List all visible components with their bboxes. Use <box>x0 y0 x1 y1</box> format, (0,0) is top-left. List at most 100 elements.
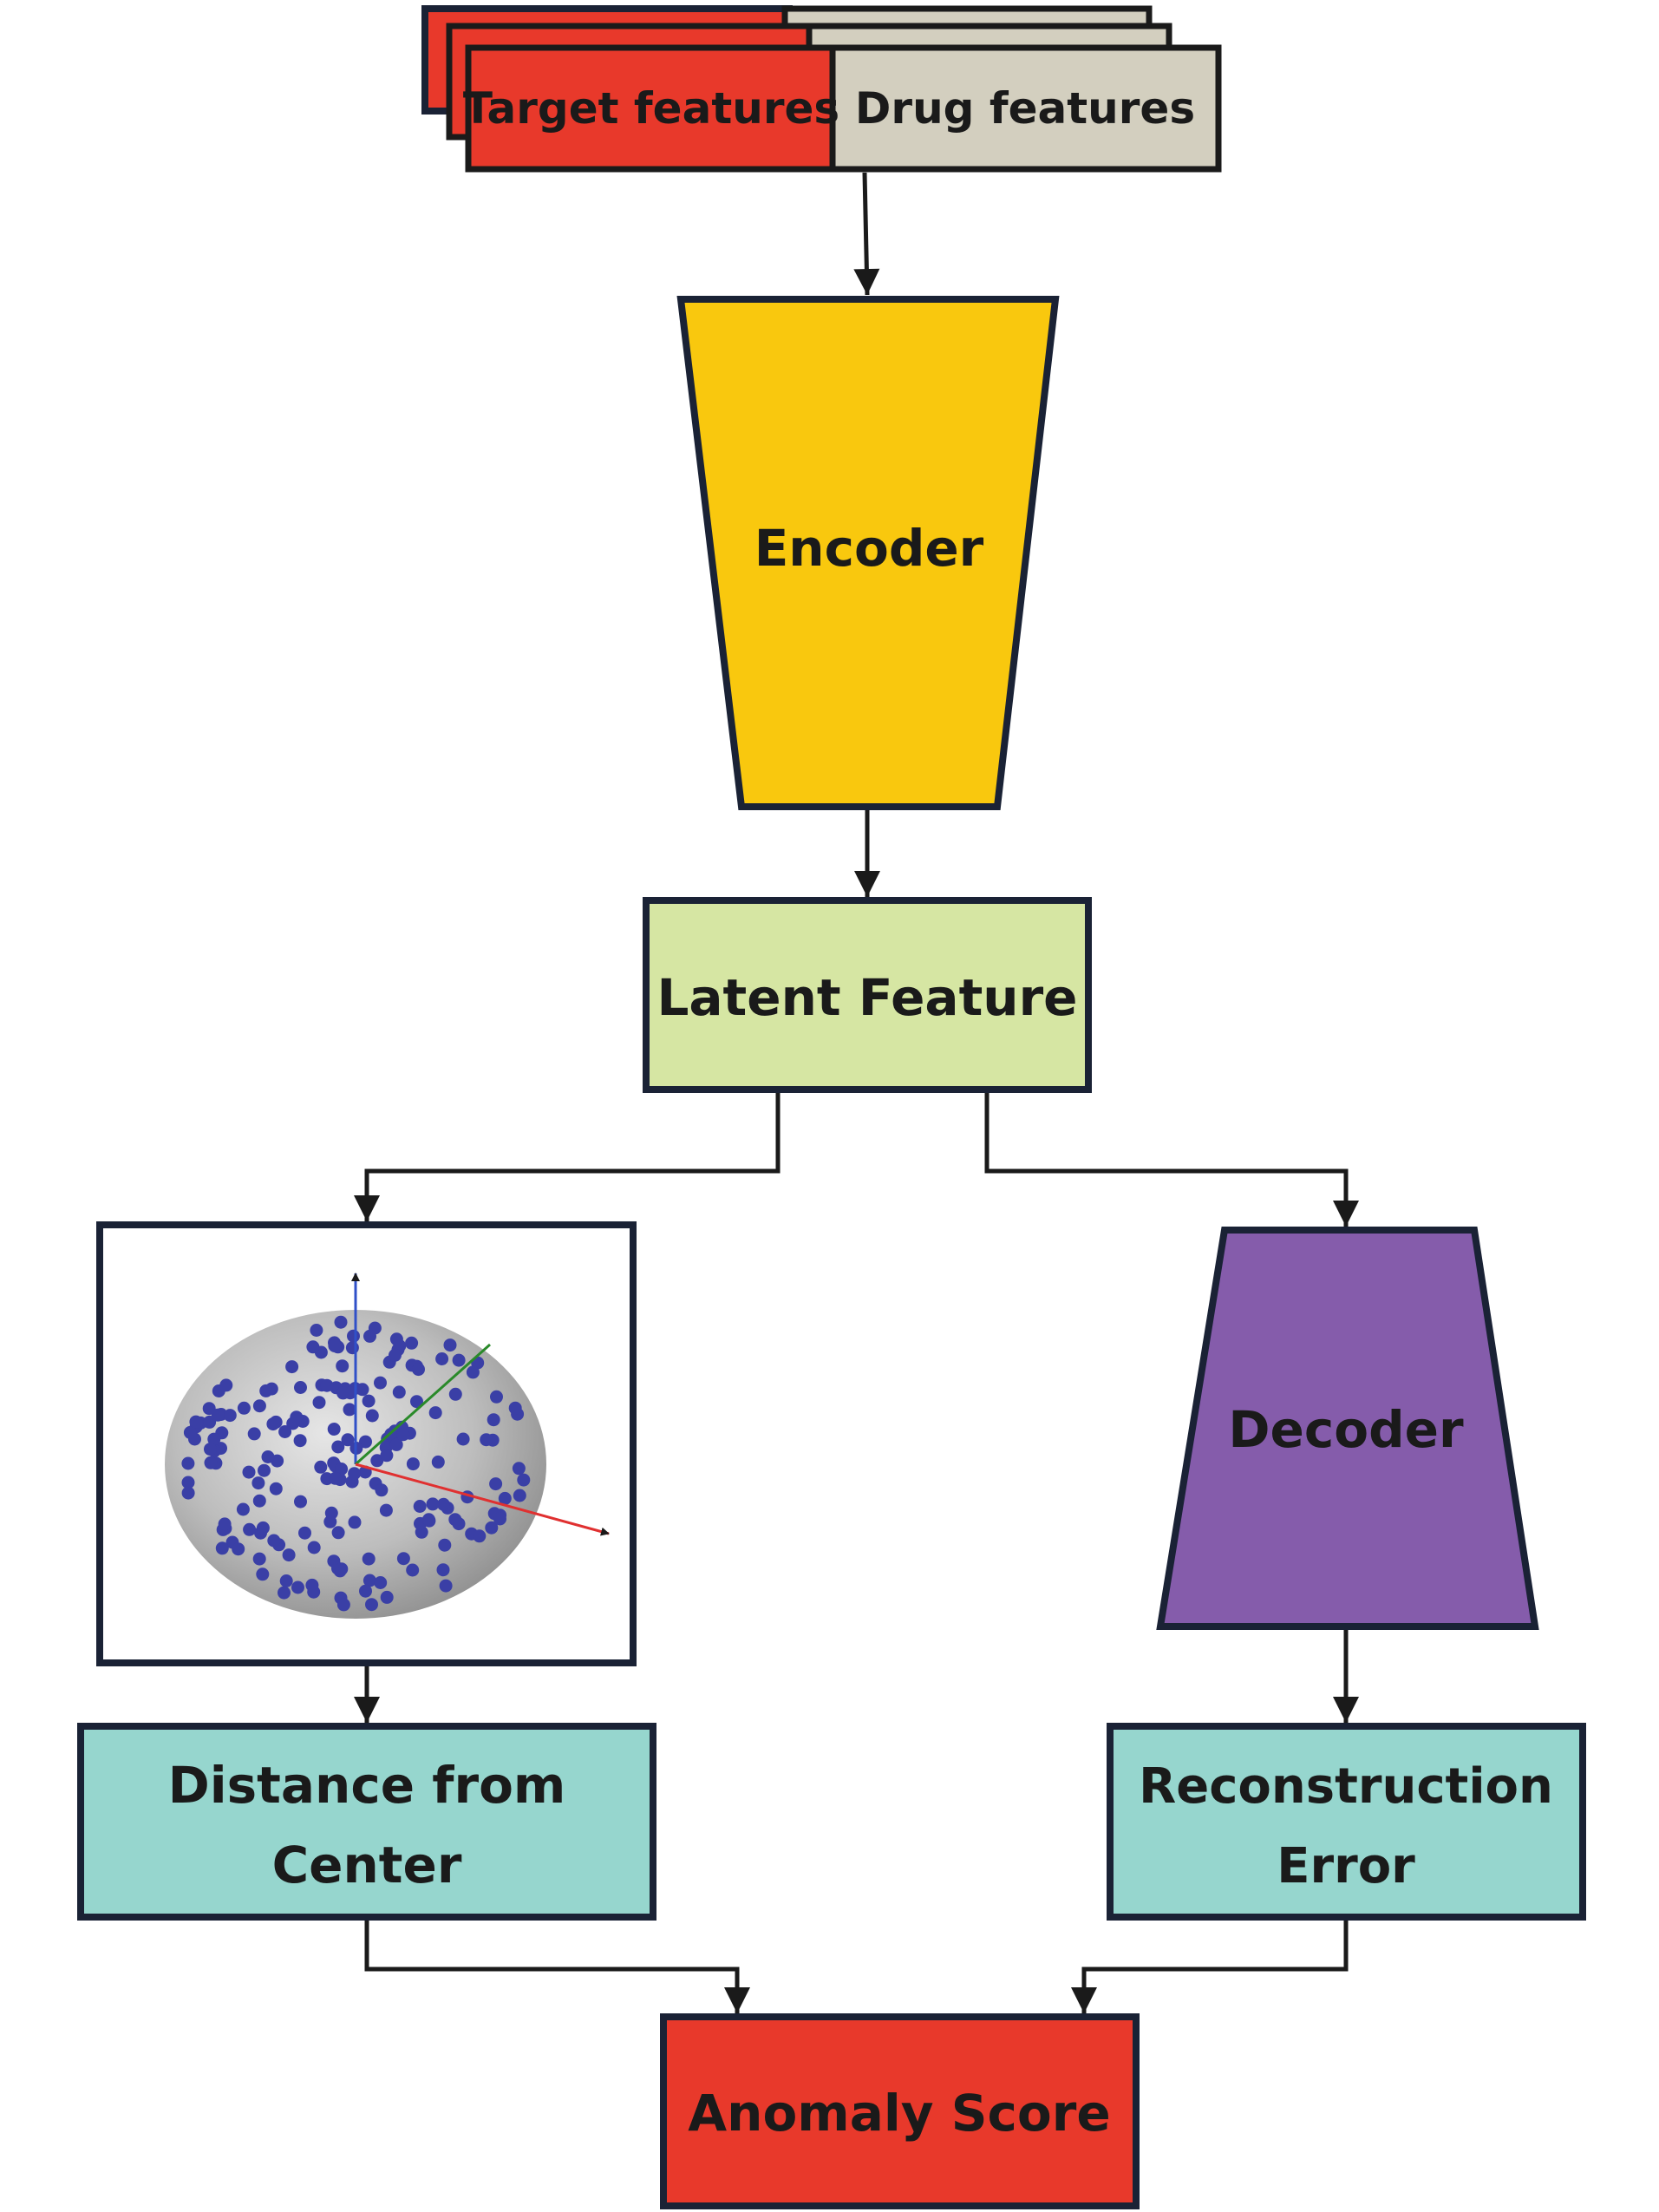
embedded-point <box>343 1403 356 1417</box>
embedded-point <box>448 1387 462 1401</box>
embedded-point <box>362 1394 376 1408</box>
latent-feature-node: Latent Feature <box>643 897 1092 1093</box>
embedded-point <box>237 1401 251 1415</box>
embedded-point <box>480 1433 493 1447</box>
embedded-point <box>406 1563 420 1577</box>
connectors <box>354 172 1359 2013</box>
embedded-point <box>314 1460 328 1474</box>
embedded-point <box>348 1467 362 1481</box>
embedded-point <box>334 1315 348 1329</box>
distance-from-center-label-line2: Center <box>272 1836 462 1895</box>
embedded-point <box>389 1348 402 1362</box>
embedded-point <box>436 1497 450 1511</box>
embedded-point <box>345 1341 359 1355</box>
embedded-point <box>251 1476 265 1490</box>
target-features-label: Target features <box>463 83 839 134</box>
embedded-point <box>426 1497 440 1511</box>
embedded-point <box>336 1386 350 1400</box>
embedded-point <box>421 1513 435 1527</box>
embedded-point <box>291 1580 304 1594</box>
embedded-point <box>258 1463 271 1477</box>
embedded-point <box>323 1515 337 1528</box>
edge-distance-to-anomaly-score <box>364 1921 750 2013</box>
embedded-point <box>259 1384 273 1397</box>
anomaly-score-node: Anomaly Score <box>660 2013 1140 2209</box>
embedded-point <box>410 1395 423 1409</box>
embedded-point <box>428 1406 442 1420</box>
embedded-point <box>508 1401 522 1415</box>
embedded-point <box>412 1363 425 1377</box>
decoder-node: Decoder <box>1156 1227 1539 1630</box>
embedded-point <box>487 1413 500 1427</box>
embedded-point <box>396 1552 410 1566</box>
embedded-point <box>252 1399 266 1413</box>
anomaly-score-label: Anomaly Score <box>688 2084 1110 2143</box>
embedded-point <box>232 1542 245 1556</box>
embedded-point <box>473 1529 487 1543</box>
embedded-point <box>405 1336 419 1350</box>
embedded-point <box>431 1455 445 1469</box>
y-axis-arrow <box>355 1343 491 1466</box>
embedded-point <box>359 1435 372 1449</box>
embedded-point <box>252 1552 266 1566</box>
embedded-point <box>413 1500 427 1513</box>
embedded-point <box>438 1538 452 1552</box>
embedded-point <box>335 1562 349 1576</box>
embedded-point <box>211 1408 225 1422</box>
embedded-point <box>375 1483 389 1497</box>
embedded-point <box>181 1456 195 1470</box>
encoder-label: Encoder <box>754 519 984 578</box>
embedded-point <box>256 1521 270 1535</box>
target-features-box <box>465 44 838 173</box>
embedded-point <box>448 1513 462 1527</box>
embedded-point <box>374 1576 388 1589</box>
embedded-point <box>285 1360 299 1374</box>
embedded-point <box>389 1437 403 1451</box>
embedded-point <box>181 1476 195 1489</box>
embedded-point <box>256 1567 270 1581</box>
drug-features-box <box>829 44 1222 173</box>
reconstruction-error-box <box>1107 1723 1586 1921</box>
embedded-point <box>359 1584 372 1598</box>
x-axis-arrow <box>355 1463 610 1536</box>
embedded-point <box>498 1491 512 1505</box>
embedded-point <box>517 1473 531 1487</box>
embedded-point <box>290 1410 304 1424</box>
drug-features-label: Drug features <box>855 83 1195 134</box>
embedded-point <box>365 1598 378 1612</box>
embedded-point <box>380 1590 394 1604</box>
latent-feature-box <box>643 897 1092 1093</box>
embedded-point <box>282 1548 296 1562</box>
embedded-point <box>362 1574 376 1587</box>
embedded-point <box>305 1578 319 1592</box>
encoder-shape <box>676 296 1060 810</box>
embedded-point <box>436 1563 450 1577</box>
edge-reconstruction-error-to-anomaly-score <box>1071 1921 1349 2013</box>
embedded-point <box>380 1449 394 1463</box>
embedded-point <box>363 1329 376 1343</box>
embedded-point <box>336 1359 349 1373</box>
embedded-point <box>452 1353 466 1367</box>
embedded-point <box>298 1526 311 1540</box>
encoder-node: Encoder <box>676 296 1060 810</box>
latent-space-plot <box>96 1221 637 1666</box>
embedded-point <box>485 1521 499 1535</box>
embedded-point <box>307 1541 321 1554</box>
embedded-point <box>336 1598 350 1612</box>
edge-latent-feature-to-decoder <box>984 1093 1359 1227</box>
embedded-point <box>278 1586 291 1600</box>
embedded-point <box>269 1482 283 1495</box>
embedded-point <box>310 1324 323 1337</box>
embedded-point <box>331 1440 345 1454</box>
embedded-point <box>443 1338 457 1352</box>
embedded-point <box>183 1425 197 1439</box>
distance-from-center-box <box>77 1723 656 1921</box>
embedded-point <box>439 1579 453 1593</box>
embedded-point <box>236 1502 250 1516</box>
embedded-point <box>207 1432 221 1446</box>
embedded-point <box>328 1338 342 1352</box>
embedded-point <box>331 1526 345 1540</box>
embedded-point <box>365 1409 379 1423</box>
embedded-point <box>490 1390 503 1404</box>
